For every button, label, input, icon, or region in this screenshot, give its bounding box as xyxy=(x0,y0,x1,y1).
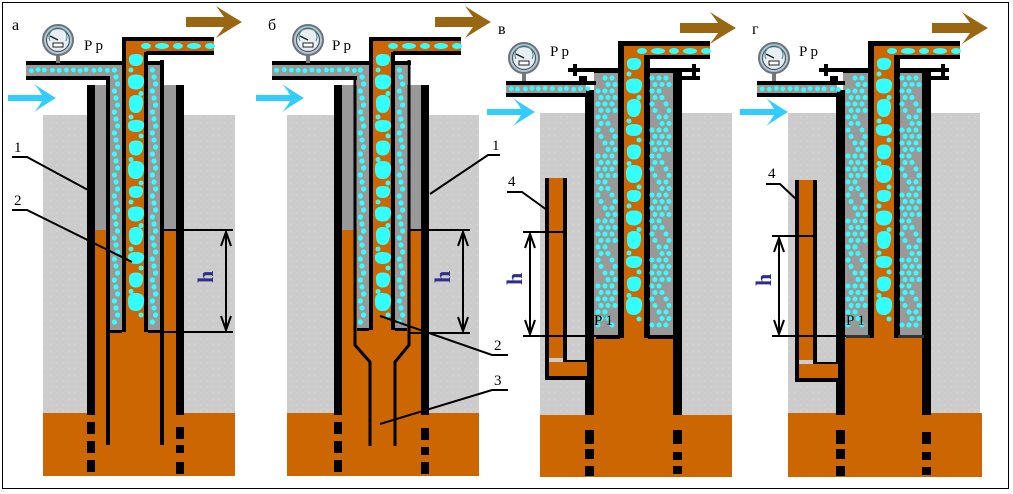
panel-letter: г xyxy=(752,21,759,38)
gauge-label: P p xyxy=(84,38,103,54)
height-label: h xyxy=(430,271,455,283)
air-inflow-arrow xyxy=(256,84,304,112)
mixture-outflow-arrow xyxy=(680,12,736,44)
mixture-outflow-arrow xyxy=(186,6,242,38)
arrow-right-icon xyxy=(186,6,242,38)
arrow-right-icon xyxy=(8,84,56,112)
panel-a: а P p h 1 2 xyxy=(8,6,242,476)
svg-text:1: 1 xyxy=(492,138,500,154)
svg-text:2: 2 xyxy=(14,193,22,209)
flange-left xyxy=(568,64,594,82)
outer-casing-left xyxy=(87,85,95,415)
air-inflow-arrow xyxy=(8,84,56,112)
panel-v: P 1 в P p h 4 xyxy=(487,12,736,477)
panel-g: P 1 г P p h 4 xyxy=(740,12,988,477)
pressure-gauge xyxy=(293,25,323,63)
panel-letter: а xyxy=(12,17,19,34)
flange-left xyxy=(819,64,845,82)
outer-casing-right xyxy=(421,85,429,415)
gauge-label: P p xyxy=(332,38,351,54)
arrow-right-icon xyxy=(256,84,304,112)
outer-casing-right xyxy=(673,72,682,415)
svg-text:4: 4 xyxy=(508,174,516,190)
height-label: h xyxy=(502,273,527,285)
pressure-gauge xyxy=(43,25,73,63)
pressure-label: P 1 xyxy=(594,313,613,329)
gauge-icon xyxy=(509,43,539,81)
arrow-right-icon xyxy=(740,98,788,126)
mixture-outflow-arrow xyxy=(932,12,988,44)
arrow-right-icon xyxy=(932,12,988,44)
svg-text:1: 1 xyxy=(14,140,22,156)
pressure-gauge xyxy=(759,43,789,81)
height-label: h xyxy=(193,271,218,283)
outflow-pipe xyxy=(874,46,960,56)
panel-letter: б xyxy=(268,17,276,34)
air-inflow-arrow xyxy=(740,98,788,126)
arrow-right-icon xyxy=(435,6,491,38)
arrow-right-icon xyxy=(680,12,736,44)
air-inflow-arrow xyxy=(487,98,535,126)
gauge-icon xyxy=(43,25,73,63)
outer-casing-left xyxy=(334,85,342,415)
pressure-gauge xyxy=(509,43,539,81)
gauge-icon xyxy=(759,43,789,81)
svg-text:2: 2 xyxy=(494,338,502,354)
outer-casing-right xyxy=(922,72,931,415)
gauge-icon xyxy=(293,25,323,63)
gauge-label: P p xyxy=(550,44,569,60)
outflow-pipe xyxy=(624,46,710,56)
arrow-right-icon xyxy=(487,98,535,126)
panel-letter: в xyxy=(498,21,506,38)
panel-b: б P p h 1 2 3 xyxy=(256,6,508,476)
mixture-outflow-arrow xyxy=(435,6,491,38)
pressure-label: P 1 xyxy=(846,313,865,329)
svg-text:3: 3 xyxy=(494,373,502,389)
outer-casing-right xyxy=(176,85,184,415)
height-label: h xyxy=(751,274,776,286)
svg-text:4: 4 xyxy=(768,166,776,182)
gauge-label: P p xyxy=(799,44,818,60)
